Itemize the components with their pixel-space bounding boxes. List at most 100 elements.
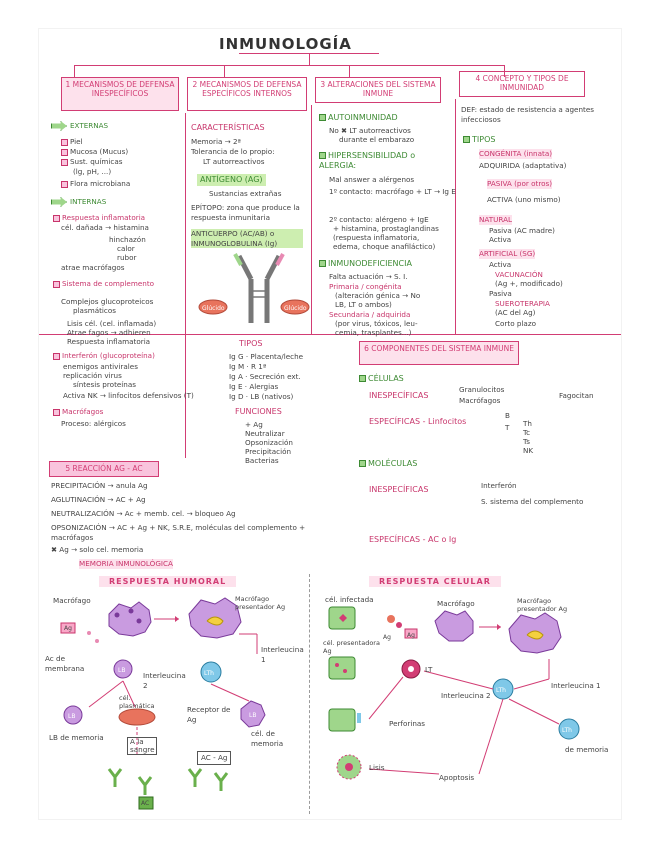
lb-memoria2-cell: LB <box>240 700 266 728</box>
antibody-group <box>107 768 229 795</box>
externas-heading: EXTERNAS <box>51 121 108 131</box>
lb-memoria-label: LB de memoria <box>49 733 104 742</box>
interferon-sub: síntesis proteínas <box>73 380 137 389</box>
bullet-icon <box>61 138 68 146</box>
ac-label: AC <box>141 800 150 807</box>
inm-item: cemia, trasplantes...) <box>335 328 412 337</box>
svg-text:LTh: LTh <box>496 687 506 694</box>
glucido-left-label: Glúcido <box>202 305 225 312</box>
ag-label: Ag <box>64 625 72 632</box>
tipo-pasiva: PASIVA (por otros) <box>487 179 553 189</box>
bullet-icon <box>61 180 68 188</box>
presentador-label: Macrófago presentador Ag <box>235 595 286 611</box>
cel-plasmatica-label: cél. plasmática <box>119 694 155 710</box>
bullet-icon <box>463 136 470 143</box>
inm-item: Falta actuación → S. I. <box>329 272 408 281</box>
antibody-icon <box>198 253 310 323</box>
bullet-icon <box>53 352 60 360</box>
car-item: Tolerancia de lo propio: <box>191 147 275 156</box>
hip-first-contact: 1º contacto: macrófago + LT → Ig E <box>329 187 456 196</box>
apoptosis-label: Apoptosis <box>439 773 475 782</box>
art-item: VACUNACIÓN <box>495 270 543 279</box>
caracteristicas-heading: CARACTERÍSTICAS <box>191 123 265 132</box>
car-item: LT autorreactivos <box>203 157 265 166</box>
art-item: SUEROTERAPIA <box>495 299 550 308</box>
def-text: DEF: estado de resistencia a agentes inf… <box>461 105 595 124</box>
bottom-divider <box>309 574 310 814</box>
linfocito-t: T <box>505 423 510 432</box>
macrofagos-label: Macrófagos <box>459 396 501 405</box>
macrofago-label: Macrófago <box>53 596 91 605</box>
bullet-icon <box>319 260 326 267</box>
complemento-item: Sistema de complemento <box>53 279 154 289</box>
tipos-ig-heading: TIPOS <box>239 339 263 348</box>
page-title: INMUNOLOGÍA <box>219 35 352 53</box>
reaccion-item: PRECIPITACIÓN → anula Ag <box>51 481 148 490</box>
moleculas-heading: MOLÉCULAS <box>359 459 417 469</box>
ext-item: Piel <box>61 137 83 147</box>
compl-item: Respuesta inflamatoria <box>67 337 151 346</box>
complemento-desc: Complejos glucoproteicos <box>61 297 154 306</box>
tipo-activa: ACTIVA (uno mismo) <box>487 195 561 204</box>
presentadora-label: cél. presentadora Ag <box>323 639 380 655</box>
func-item: Bacterias <box>245 456 279 465</box>
atrae-text: atrae macrófagos <box>61 263 125 272</box>
cel-plasmatica-cell <box>118 708 156 726</box>
linfocito-b: B <box>505 411 510 420</box>
t-type: Th <box>523 419 532 428</box>
interferon-item: Interferón (glucoproteína) <box>53 351 155 361</box>
especificas-moleculas: ESPECÍFICAS - AC o Ig <box>369 535 457 544</box>
hip-desc: Mal answer a alérgenos <box>329 175 415 184</box>
bullet-icon <box>61 158 68 166</box>
bullet-icon <box>53 280 60 288</box>
bullet-icon <box>319 114 326 121</box>
bullet-icon <box>319 152 326 159</box>
ig-type: Ig D · LB (nativos) <box>229 392 294 401</box>
ag-desc: Sustancias extrañas <box>209 189 282 198</box>
inm-item: (por virus, tóxicos, leu- <box>335 319 418 328</box>
interferon-sub: Activa NK → linfocitos defensivos (T) <box>63 391 194 400</box>
ext-item: (lg, pH, ...) <box>73 167 112 176</box>
internas-heading: INTERNAS <box>51 197 106 207</box>
especificas-celulas: ESPECÍFICAS - Linfocitos <box>369 417 467 426</box>
lt-label: LT <box>425 665 433 674</box>
ig-type: Ig G · Placenta/leche <box>229 352 304 361</box>
mol-item: S. sistema del complemento <box>481 497 584 506</box>
lth-memoria-cell: LTh <box>558 718 580 740</box>
header-concepto-tipos: 4 CONCEPTO Y TIPOS DE INMUNIDAD <box>459 71 585 97</box>
macrofago-cell <box>108 601 152 637</box>
svg-text:LB: LB <box>68 713 75 720</box>
svg-text:LTh: LTh <box>562 727 572 734</box>
hip-second-contact: 2º contacto: alérgeno + IgE <box>329 215 429 224</box>
epitopo-text: EPÍTOPO: zona que produce la respuesta i… <box>191 203 300 222</box>
t-type: NK <box>523 446 534 455</box>
memoria-celular-label: de memoria <box>565 745 609 754</box>
header-reaccion: 5 REACCIÓN AG - AC <box>49 461 159 477</box>
antigeno-heading: ANTÍGENO (AG) <box>197 174 266 186</box>
natural-heading: NATURAL <box>479 215 513 225</box>
inm-item: Secundaria / adquirida <box>329 310 411 319</box>
bullet-icon <box>61 148 68 156</box>
bullet-icon <box>53 214 60 222</box>
presentador-celular-label: Macrófago presentador Ag <box>517 597 568 613</box>
ag-celular-label: Ag <box>383 634 391 641</box>
bullet-icon <box>359 375 366 382</box>
anticuerpo-heading: ANTICUERPO (AC/AB) o INMUNOGLOBULINA (Ig… <box>191 229 303 248</box>
compl-item: Lisis cél. (cel. inflamada) <box>67 319 157 328</box>
humoral-diagram: LB LTh LB LB <box>60 597 266 810</box>
inespecificas-moleculas: INESPECÍFICAS <box>369 485 429 494</box>
t-type: Ts <box>523 437 530 446</box>
auto-desc: durante el embarazo <box>339 135 415 144</box>
ext-item: Sust. químicas <box>61 157 122 167</box>
memoria-inmunologica: MEMORIA INMUNOLÓGICA <box>79 559 173 569</box>
car-item: Memoria → 2ª <box>191 137 241 146</box>
ext-item: Flora microbiana <box>61 179 130 189</box>
ag-celular-label: Ag <box>407 632 415 639</box>
reaccion-item: AGLUTINACIÓN → AC + Ag <box>51 495 146 504</box>
interleucina1-label: Interleucina 1 <box>261 645 304 664</box>
lth-celular-cell: LTh <box>492 678 514 700</box>
perforina-label: Perforinas <box>389 719 426 728</box>
respuesta-celular-heading: RESPUESTA CELULAR <box>369 576 501 587</box>
lb-cell: LB <box>113 659 133 679</box>
inflamatoria-item: Respuesta inflamatoria <box>53 213 145 223</box>
